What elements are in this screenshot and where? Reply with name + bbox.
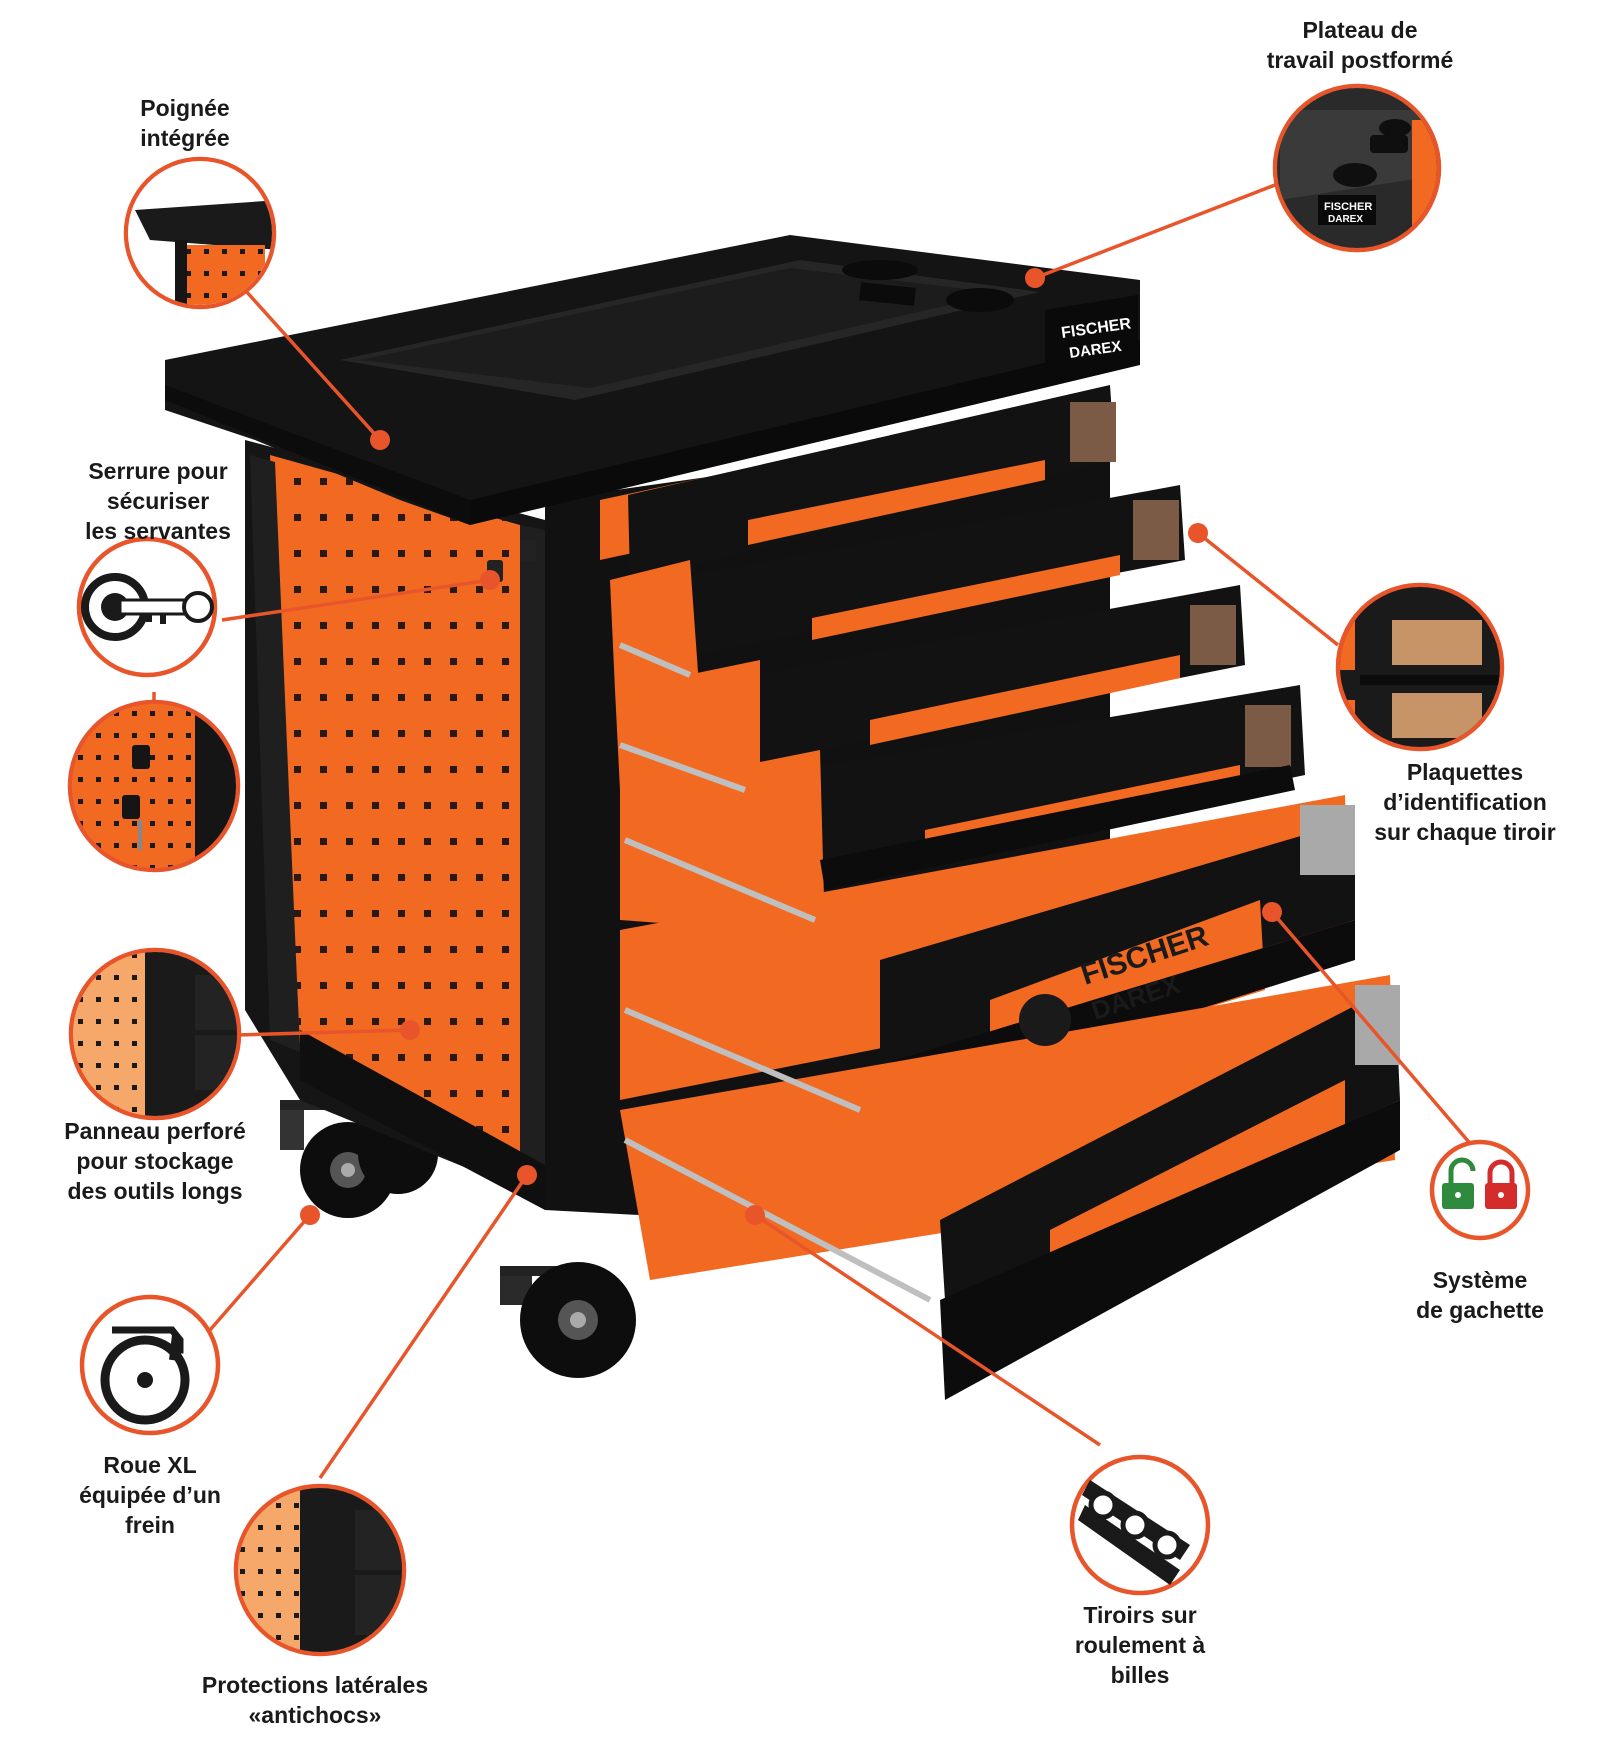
callout-protections-line-1: Protections latérales: [201, 1672, 429, 1698]
padlocks-open-closed-icon: [1429, 1139, 1531, 1241]
callout-poignee-line-2: intégrée: [140, 125, 230, 151]
callout-panneau-line-1: Panneau perforé: [64, 1118, 246, 1144]
handle-detail-circle: [123, 156, 277, 310]
callout-tiroirs-line-3: billes: [1110, 1662, 1170, 1688]
callout-gachette-line-2: de gachette: [1416, 1297, 1544, 1323]
callout-plaquettes-line-1: Plaquettes: [1406, 759, 1524, 785]
callout-serrure-line-1: Serrure pour: [88, 458, 228, 484]
callout-serrure-line-2: sécuriser: [106, 488, 210, 514]
callout-panneau-line-2: pour stockage: [76, 1148, 234, 1174]
callout-plaquettes: Plaquettes d’identification sur chaque t…: [1355, 757, 1575, 847]
callout-plateau: Plateau de travail postformé: [1240, 15, 1480, 75]
leader-lines: [152, 183, 1482, 1479]
callout-panneau: Panneau perforé pour stockage des outils…: [40, 1116, 270, 1206]
callout-roue: Roue XL équipée d’un frein: [50, 1450, 250, 1540]
callout-serrure: Serrure pour sécuriser les servantes: [58, 456, 258, 546]
svg-text:FISCHER: FISCHER: [1324, 201, 1372, 213]
callout-plateau-line-2: travail postformé: [1266, 47, 1454, 73]
callout-tiroirs-line-1: Tiroirs sur: [1083, 1602, 1197, 1628]
drawer-4: [620, 685, 1305, 935]
svg-text:DAREX: DAREX: [1328, 214, 1363, 225]
worktop-detail-circle: FISCHER DAREX: [1272, 83, 1442, 253]
callout-protections: Protections latérales «antichocs»: [180, 1670, 450, 1730]
drawer-2: [610, 485, 1185, 700]
worktop: [165, 235, 1140, 525]
callout-gachette: Système de gachette: [1380, 1265, 1580, 1325]
callout-roue-line-2: équipée d’un: [79, 1482, 221, 1508]
key-lock-icon: [76, 536, 218, 678]
caster-wheel-icon: [79, 1294, 221, 1436]
callout-protections-line-2: «antichocs»: [248, 1702, 382, 1728]
callout-panneau-line-3: des outils longs: [67, 1178, 243, 1204]
callout-poignee-line-1: Poignée: [140, 95, 230, 121]
id-plates-detail-circle: [1335, 582, 1505, 752]
tool-cabinet-illustration: FISCHER DAREX FISCHER DAREX: [165, 235, 1400, 1400]
callout-tiroirs-line-2: roulement à: [1074, 1632, 1206, 1658]
brand-plate: FISCHER DAREX: [1045, 295, 1138, 375]
side-lock-detail-circle: [67, 699, 241, 873]
callout-poignee: Poignée intégrée: [85, 93, 285, 153]
ball-bearing-slides: [618, 642, 932, 1303]
callout-tiroirs: Tiroirs sur roulement à billes: [1040, 1600, 1240, 1690]
callout-roue-line-1: Roue XL: [103, 1452, 197, 1478]
callout-plaquettes-line-2: d’identification: [1383, 789, 1547, 815]
side-protection-detail-circle: [233, 1483, 407, 1657]
ball-bearing-icon: [1069, 1454, 1211, 1596]
perforated-panel-detail-circle: [68, 947, 242, 1121]
drawer-1: [600, 385, 1116, 580]
callout-roue-line-3: frein: [125, 1512, 175, 1538]
callout-plateau-line-1: Plateau de: [1302, 17, 1418, 43]
drawer-6: [620, 975, 1400, 1400]
leader-dots: [300, 268, 1282, 1225]
callout-plaquettes-line-3: sur chaque tiroir: [1374, 819, 1556, 845]
callout-serrure-line-3: les servantes: [85, 518, 231, 544]
callout-gachette-line-1: Système: [1432, 1267, 1528, 1293]
